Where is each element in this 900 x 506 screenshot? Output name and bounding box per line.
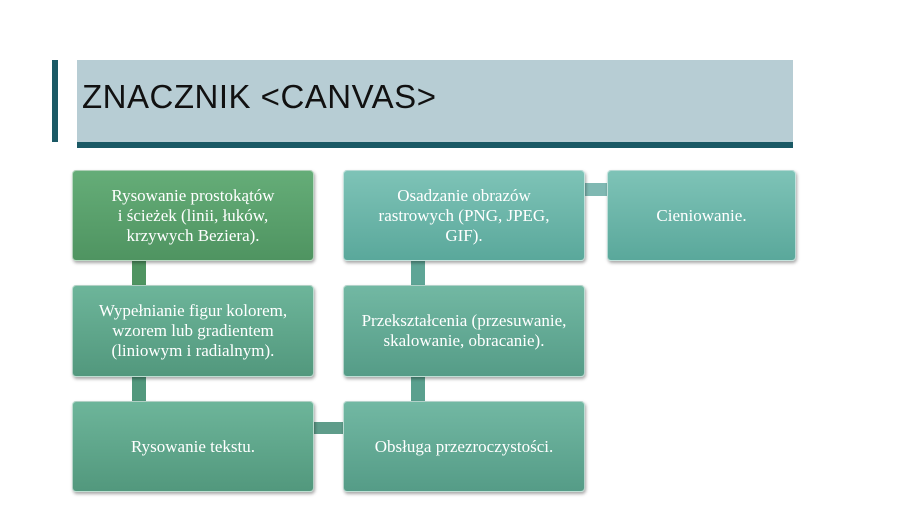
node-label: Rysowanie prostokątów i ścieżek (linii, … [111, 185, 275, 245]
diagram-node-7: Cieniowanie. [607, 170, 796, 261]
node-label: Osadzanie obrazów rastrowych (PNG, JPEG,… [378, 185, 550, 245]
node-label: Rysowanie tekstu. [131, 436, 255, 456]
node-label: Wypełnianie figur kolorem, wzorem lub gr… [98, 301, 288, 360]
diagram-node-2: Wypełnianie figur kolorem, wzorem lub gr… [72, 285, 314, 377]
title-underline [77, 142, 793, 148]
node-label: Obsługa przezroczystości. [374, 436, 554, 456]
slide-title: ZNACZNIK <CANVAS> [82, 78, 437, 115]
title-accent-bar [52, 60, 58, 142]
connector-2-3 [132, 376, 146, 402]
diagram-node-5: Przekształcenia (przesuwanie, skalowanie… [343, 285, 585, 377]
diagram-node-1: Rysowanie prostokątów i ścieżek (linii, … [72, 170, 314, 261]
title-band [77, 60, 793, 142]
node-label: Przekształcenia (przesuwanie, skalowanie… [361, 311, 567, 350]
diagram-node-6: Osadzanie obrazów rastrowych (PNG, JPEG,… [343, 170, 585, 261]
connector-4-5 [411, 376, 425, 402]
diagram-node-4: Obsługa przezroczystości. [343, 401, 585, 492]
connector-1-2 [132, 260, 146, 286]
connector-5-6 [411, 260, 425, 286]
connector-3-4 [313, 422, 345, 434]
diagram-node-3: Rysowanie tekstu. [72, 401, 314, 492]
connector-6-7 [583, 183, 609, 196]
node-label: Cieniowanie. [656, 205, 747, 225]
